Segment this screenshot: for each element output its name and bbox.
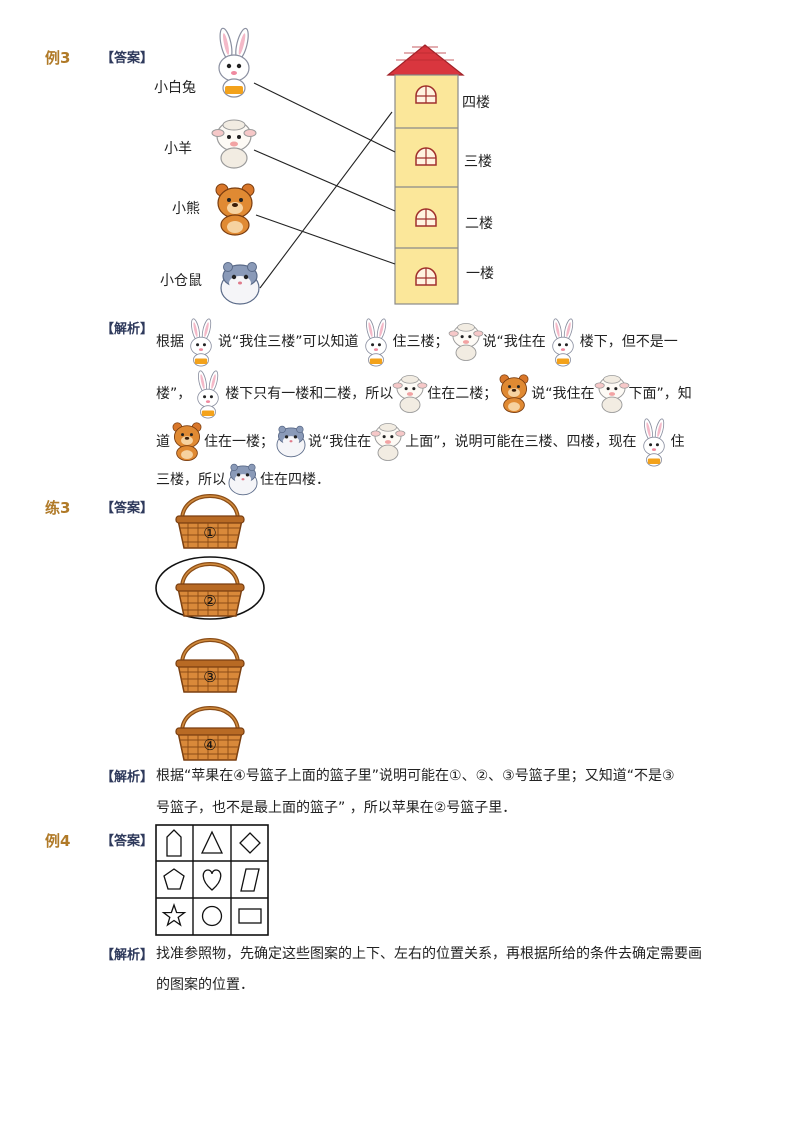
text: 上面”，说明可能在三楼、四楼，现在: [405, 434, 637, 450]
matching-lines: [253, 82, 396, 289]
floor-label-1: 一楼: [466, 266, 494, 282]
basket-number-3: ③: [203, 668, 216, 686]
text: 楼下只有一楼和二楼，所以: [225, 386, 394, 402]
text: 住在四楼．: [260, 472, 330, 488]
building-icon: [386, 44, 465, 305]
pentagon-arrow-icon: [166, 829, 182, 857]
analysis-tag: 【解析】: [101, 770, 154, 785]
text: 住: [670, 434, 685, 450]
text: 住在一楼；: [204, 434, 274, 450]
basket-number-1: ①: [203, 524, 216, 542]
text: 楼下，但不是一: [579, 334, 678, 350]
heart-icon: [202, 869, 222, 891]
analysis-line-3: 道 住在一楼； 说“我住在 上面”，说明可能在三楼、四楼，现在 住: [156, 417, 685, 467]
triangle-icon: [200, 830, 224, 854]
practice-3-analysis-line-1: 根据“苹果在④号篮子上面的篮子里”说明可能在①、②、③号篮子里；又知道“不是③: [156, 768, 675, 784]
circle-icon: [201, 905, 223, 927]
parallelogram-icon: [240, 868, 260, 892]
text: 住在二楼；: [427, 386, 498, 402]
basket-number-2: ②: [203, 592, 216, 610]
text: 说“我住在: [308, 434, 372, 450]
answer-circle: [155, 556, 265, 620]
text: 说“我住在: [531, 386, 595, 402]
animal-label-hamster: 小仓鼠: [160, 273, 202, 289]
example-4-analysis-line-2: 的图案的位置．: [156, 977, 254, 993]
practice-3-analysis-line-2: 号篮子，也不是最上面的篮子” ，所以苹果在②号篮子里．: [156, 800, 517, 816]
text: 道: [156, 434, 170, 450]
star-icon: [161, 903, 187, 927]
text: 根据: [156, 334, 184, 350]
animal-label-bear: 小熊: [172, 201, 200, 217]
analysis-tag: 【解析】: [101, 948, 154, 963]
basket-number-4: ④: [203, 736, 216, 754]
matching-figure: [211, 26, 465, 305]
analysis-line-2: 楼”， 楼下只有一楼和二楼，所以 住在二楼； 说“我住在 下面”，知: [156, 369, 692, 419]
text: 说“我住在: [482, 334, 546, 350]
answer-tag: 【答案】: [101, 51, 154, 66]
answer-tag: 【答案】: [101, 834, 154, 849]
analysis-line-1: 根据 说“我住三楼”可以知道 住三楼； 说“我住在 楼下，但不是一: [156, 317, 678, 367]
text: 楼”，: [156, 386, 192, 402]
text: 三楼，所以: [156, 472, 226, 488]
shape-grid: [155, 824, 269, 936]
analysis-tag: 【解析】: [101, 322, 154, 337]
example-3-label: 例3: [45, 49, 71, 67]
diamond-icon: [239, 832, 261, 854]
example-4-analysis-line-1: 找准参照物，先确定这些图案的上下、左右的位置关系，再根据所给的条件去确定需要画: [156, 946, 702, 962]
text: 说“我住三楼”可以知道: [218, 334, 359, 350]
practice-3-label: 练3: [45, 499, 71, 517]
floor-label-3: 三楼: [464, 154, 492, 170]
text: 下面”，知: [628, 386, 692, 402]
rectangle-icon: [238, 908, 262, 924]
pentagon-icon: [163, 868, 185, 890]
answer-tag: 【答案】: [101, 501, 154, 516]
floor-label-2: 二楼: [465, 216, 493, 232]
floor-label-4: 四楼: [462, 95, 490, 111]
analysis-line-4: 三楼，所以 住在四楼．: [156, 463, 330, 497]
baskets-figure: ① ② ③ ④: [155, 494, 265, 762]
animal-label-rabbit: 小白兔: [154, 80, 196, 96]
animal-label-sheep: 小羊: [164, 141, 192, 157]
example-4-label: 例4: [45, 832, 71, 850]
text: 住三楼；: [392, 334, 449, 350]
